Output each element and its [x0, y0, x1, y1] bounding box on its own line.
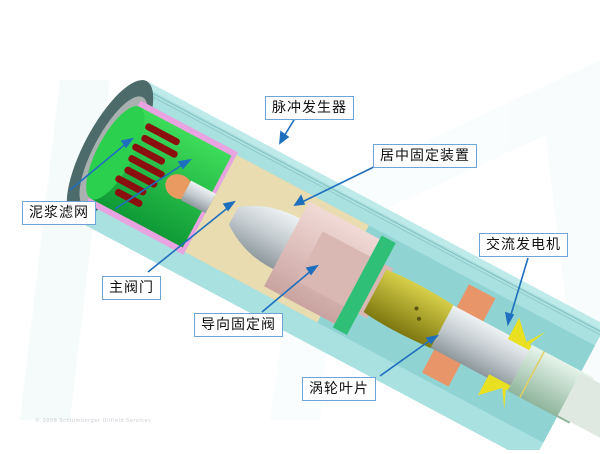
shaft	[430, 305, 533, 390]
label-mud-filter-screen: 泥浆滤网	[22, 201, 96, 225]
footnote: © 2008 Schlumberger Oilfield Services	[35, 418, 152, 424]
label-centralizer: 居中固定装置	[373, 144, 477, 168]
label-alternator: 交流发电机	[479, 233, 568, 257]
label-turbine-blades: 涡轮叶片	[302, 377, 376, 401]
leader-arrows	[69, 109, 529, 377]
turbine-blades-part	[477, 317, 546, 410]
label-main-valve: 主阀门	[102, 276, 161, 300]
label-guide-fixed-valve: 导向固定阀	[194, 313, 283, 337]
guide-fixed-valve-part	[363, 269, 457, 350]
label-pulse-generator: 脉冲发生器	[265, 96, 354, 120]
